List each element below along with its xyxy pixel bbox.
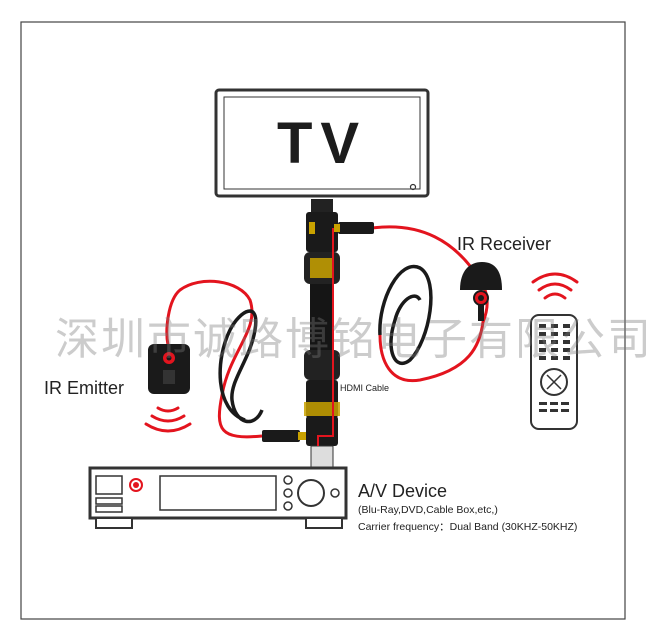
av-device-examples: (Blu-Ray,DVD,Cable Box,etc,)	[358, 504, 498, 516]
av-device-title: A/V Device	[358, 481, 448, 501]
upper-jack-connector	[334, 222, 374, 234]
black-cable-receiver	[378, 264, 433, 365]
tv-icon	[214, 88, 430, 198]
ir-emitter-icon	[148, 344, 190, 394]
av-device-carrier: Carrier frequency：Dual Band (30KHZ-50KHZ…	[358, 521, 578, 533]
av-device-icon	[88, 466, 348, 529]
ir-emitter-label: IR Emitter	[44, 378, 125, 398]
diagram-frame	[20, 21, 626, 620]
ir-receiver-icon	[460, 262, 502, 321]
hdmi-cable-label: HDMI Cable	[340, 383, 390, 393]
watermark-text: 深圳市诚路博铭电子有限公司	[55, 314, 646, 365]
hdmi-cable-assembly	[304, 199, 340, 469]
red-cable-emitter	[165, 279, 263, 439]
black-cable-emitter	[218, 309, 264, 424]
remote-signal-icon	[531, 272, 579, 300]
red-cable-receiver	[371, 225, 489, 383]
ir-receiver-label: IR Receiver	[457, 234, 552, 254]
remote-control-icon	[530, 314, 578, 430]
emitter-signal-icon	[144, 406, 192, 433]
tv-label: TV	[276, 110, 368, 176]
lower-jack-connector	[262, 430, 306, 442]
